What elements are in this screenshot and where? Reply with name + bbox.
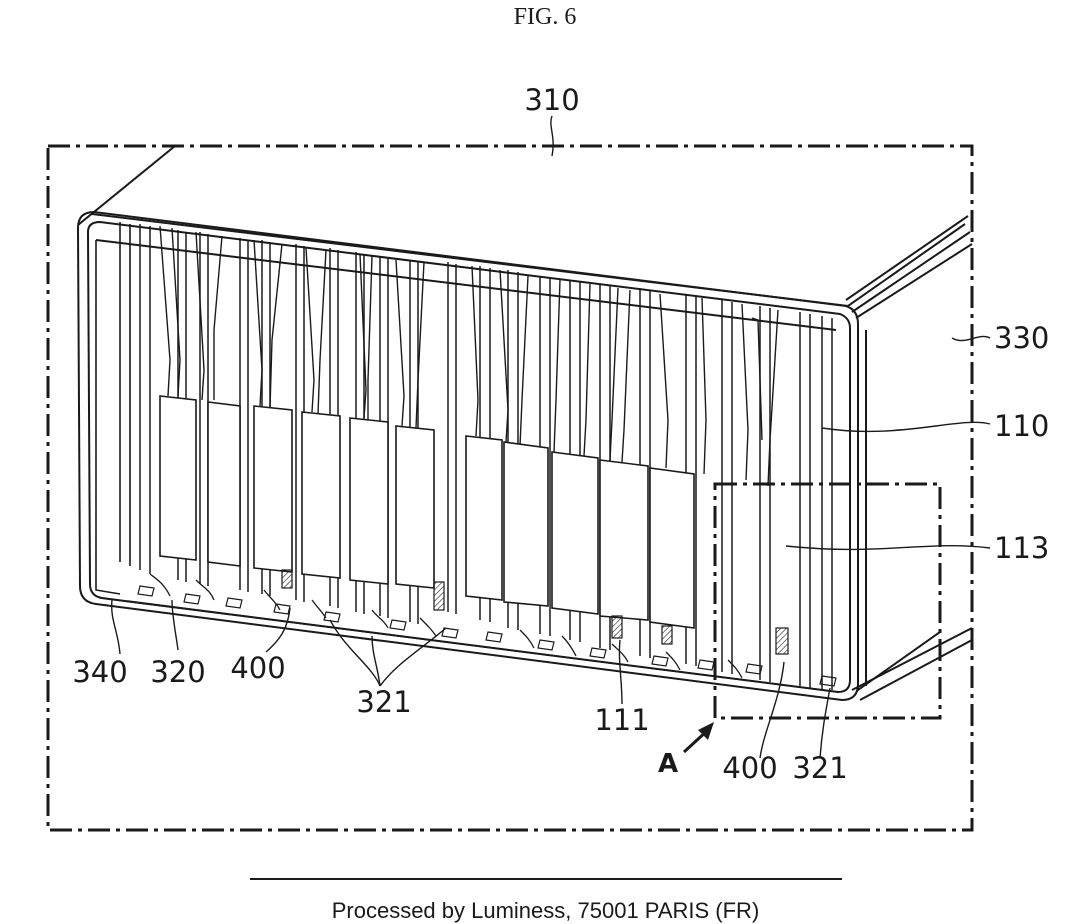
label-110: 110 <box>994 409 1049 443</box>
footer-text: Processed by Luminess, 75001 PARIS (FR) <box>0 898 1091 924</box>
footer-rule <box>250 878 842 880</box>
label-320: 320 <box>150 655 205 689</box>
label-400-detail: 400 <box>722 751 777 785</box>
label-321: 321 <box>356 685 411 719</box>
label-113: 113 <box>994 531 1049 565</box>
label-a: A <box>658 749 678 779</box>
arrow-a <box>684 722 714 752</box>
label-310: 310 <box>524 83 579 117</box>
figure-title: FIG. 6 <box>514 4 577 30</box>
floor-edge <box>100 598 838 692</box>
bus-bars <box>160 396 694 628</box>
label-330: 330 <box>994 321 1049 355</box>
label-321-detail: 321 <box>792 751 847 785</box>
label-340: 340 <box>72 655 127 689</box>
detail-box-a <box>715 484 940 718</box>
end-plate-340 <box>96 222 130 594</box>
label-111: 111 <box>594 703 649 737</box>
label-400: 400 <box>230 651 285 685</box>
